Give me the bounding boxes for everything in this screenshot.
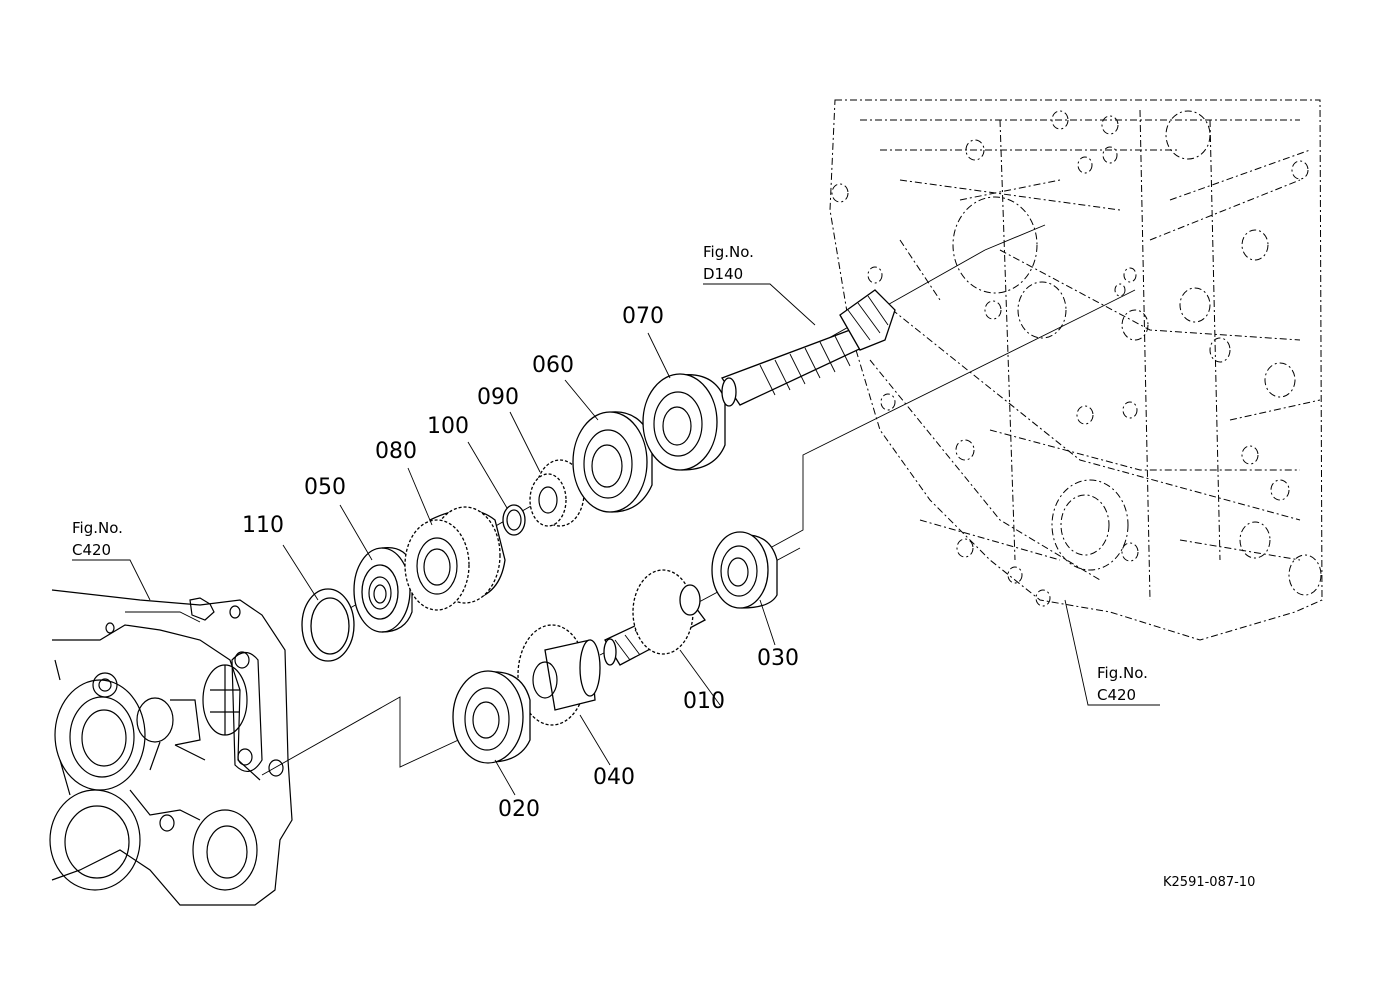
d140-pinion-shaft [721,289,896,407]
drawing-code: K2591-087-10 [1163,875,1255,890]
fig-c420-left-line2: C420 [72,541,111,559]
figure-reference-c420-left[interactable]: Fig.No. C420 [72,519,123,559]
leader-lines [72,283,1160,796]
label-100[interactable]: 100 [427,414,469,439]
figure-reference-d140[interactable]: Fig.No. D140 [703,243,754,283]
fig-d140-line2: D140 [703,265,743,283]
label-110[interactable]: 110 [242,513,284,538]
part-010-gear-shaft[interactable] [603,569,706,666]
transmission-housing-right [829,99,1323,641]
label-040[interactable]: 040 [593,765,635,790]
part-100-snap-ring[interactable] [502,504,526,536]
fig-c420-left-line1: Fig.No. [72,519,123,537]
label-010[interactable]: 010 [683,689,725,714]
transmission-housing-left [49,589,293,906]
part-040-gear[interactable] [517,624,601,726]
part-labels: 110 050 080 100 090 060 070 010 030 040 … [242,304,799,822]
fig-c420-right-line2: C420 [1097,686,1136,704]
label-030[interactable]: 030 [757,646,799,671]
part-020-ball-bearing[interactable] [452,670,531,764]
label-020[interactable]: 020 [498,797,540,822]
label-070[interactable]: 070 [622,304,664,329]
label-090[interactable]: 090 [477,385,519,410]
part-090-gear[interactable] [529,459,585,527]
fig-c420-right-line1: Fig.No. [1097,664,1148,682]
figure-reference-c420-right[interactable]: Fig.No. C420 [1097,664,1148,704]
part-110-thrust-washer[interactable] [301,588,355,662]
label-060[interactable]: 060 [532,353,574,378]
label-050[interactable]: 050 [304,475,346,500]
part-050-ball-bearing[interactable] [353,547,413,633]
part-060-ball-bearing[interactable] [572,411,653,513]
fig-d140-line1: Fig.No. [703,243,754,261]
part-030-ball-bearing[interactable] [711,531,778,609]
part-080-gear-pair[interactable] [404,506,506,611]
part-070-ball-bearing[interactable] [642,373,726,471]
label-080[interactable]: 080 [375,439,417,464]
